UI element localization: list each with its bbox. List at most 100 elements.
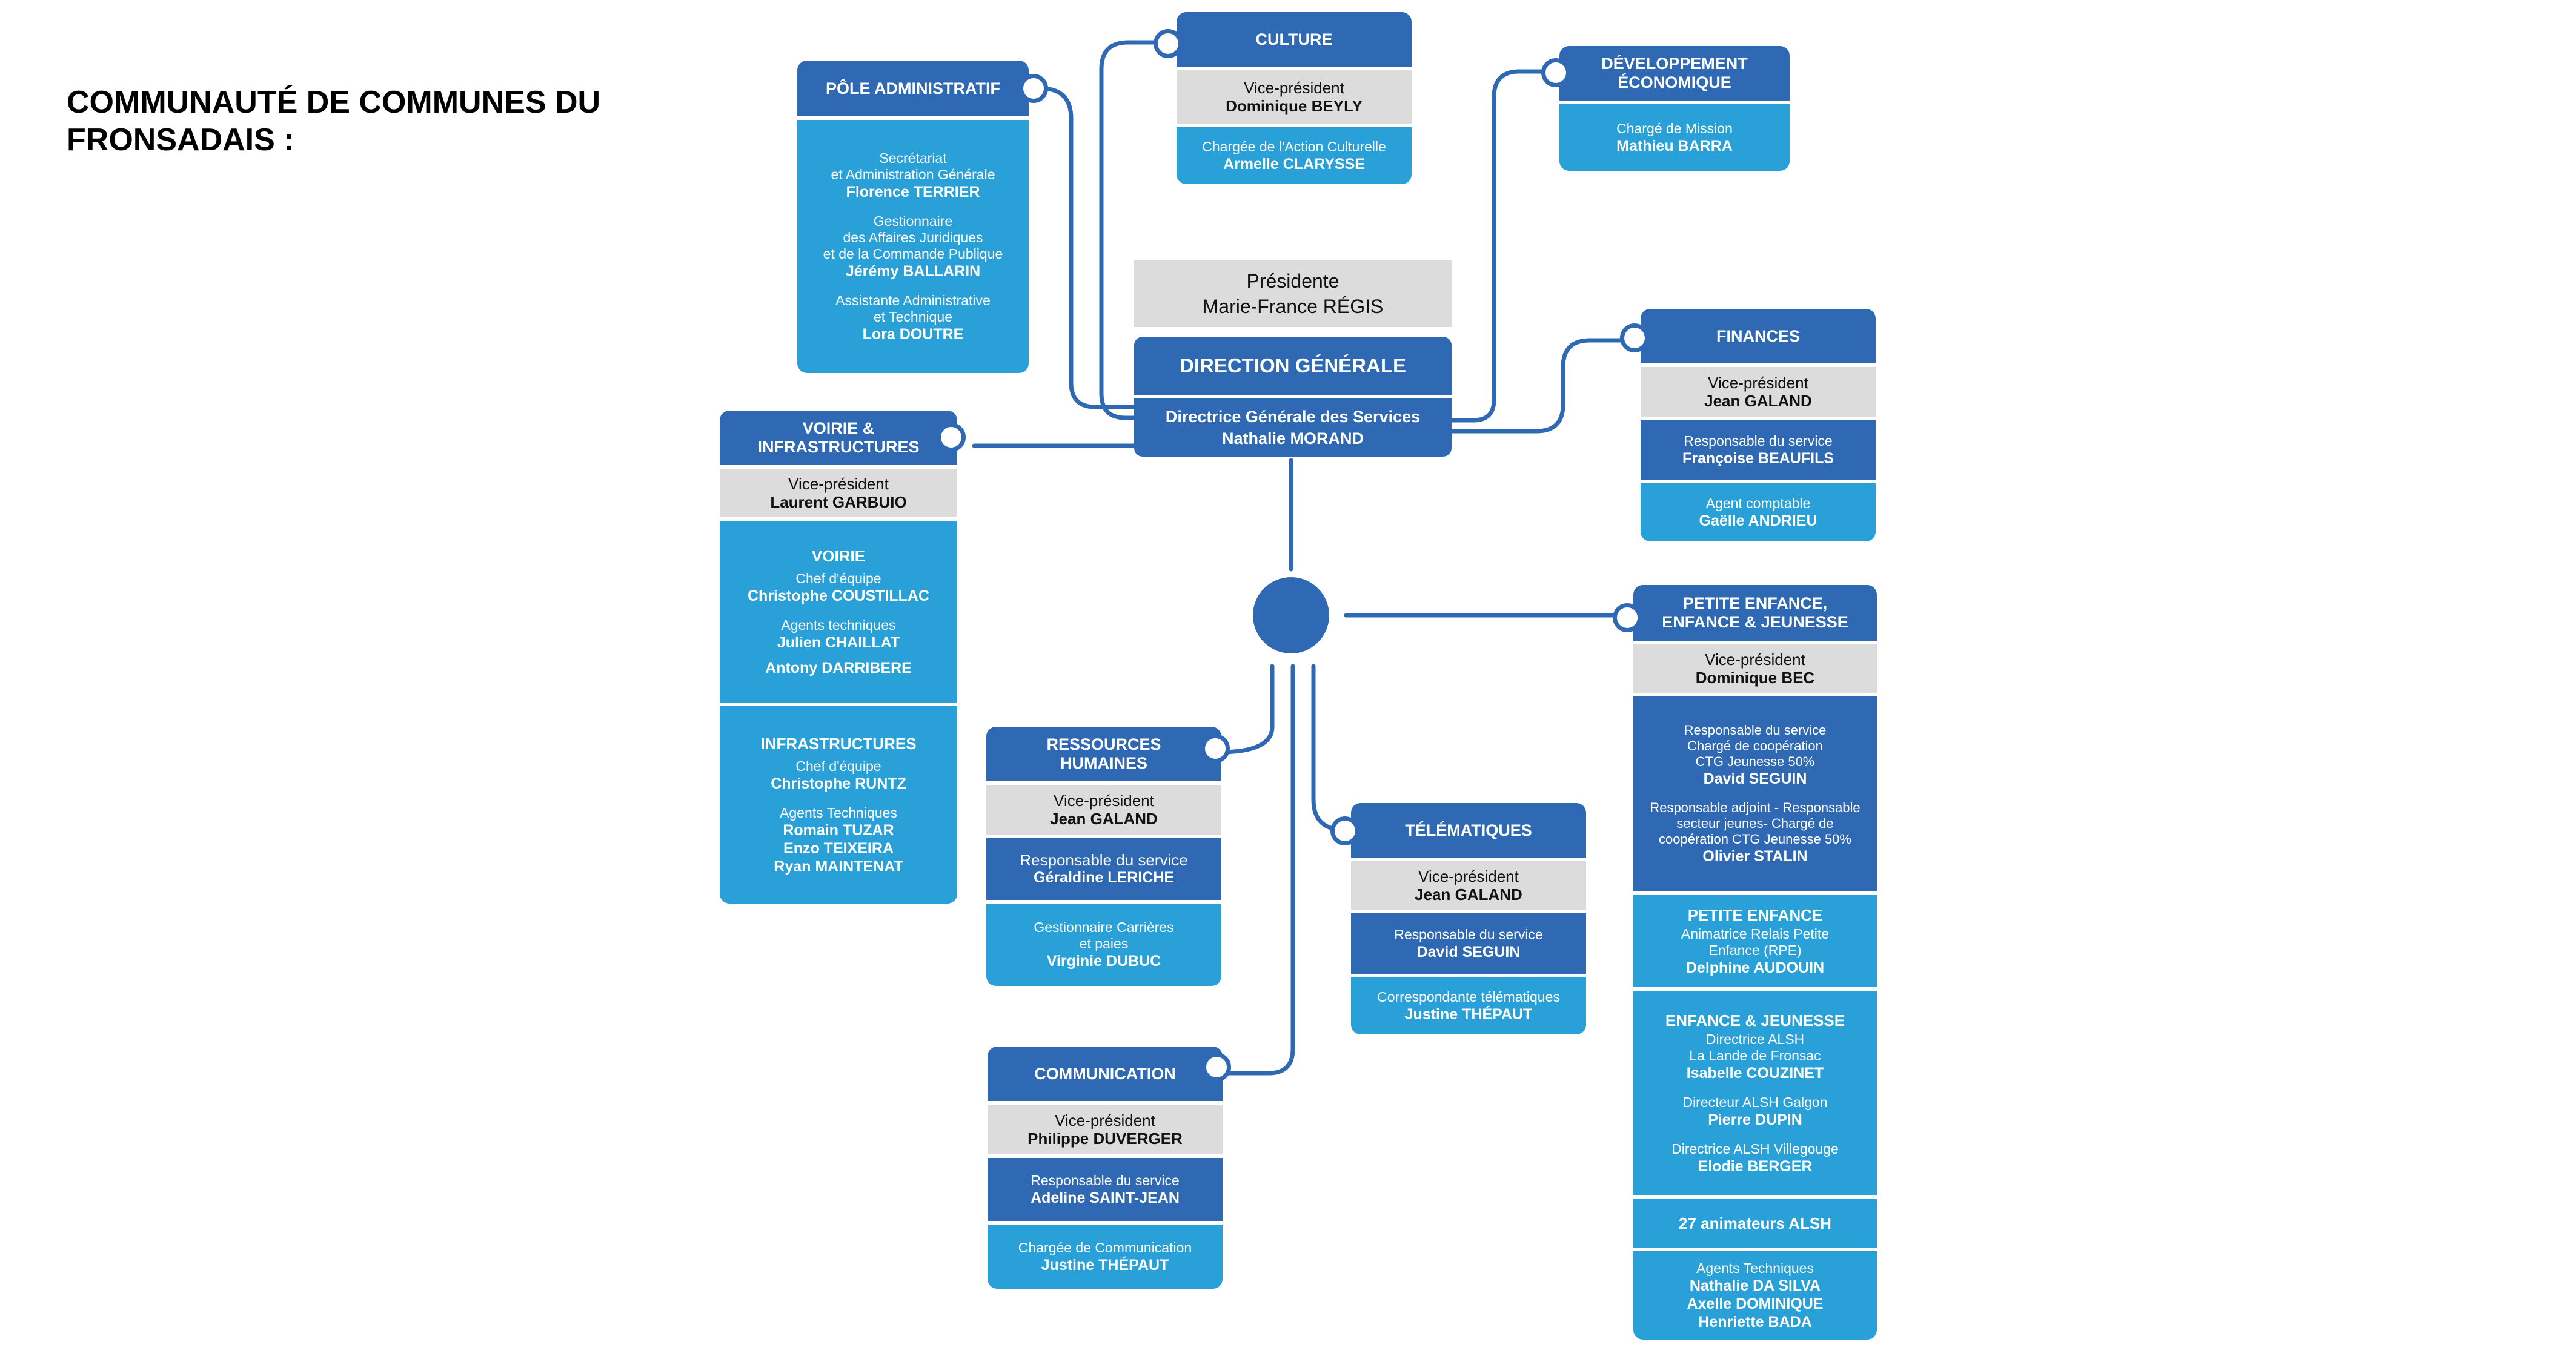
culture-vp-role: Vice-président bbox=[1244, 79, 1344, 97]
telematiques-resp-role: Responsable du service bbox=[1394, 926, 1543, 942]
communication-resp-name: Adeline SAINT-JEAN bbox=[1031, 1189, 1180, 1206]
culture-connector-knob bbox=[1154, 29, 1183, 58]
dev-eco-title: DÉVELOPPEMENT ÉCONOMIQUE bbox=[1559, 46, 1790, 101]
telematiques-vp-name: Jean GALAND bbox=[1415, 885, 1522, 904]
presidence-box: Présidente Marie-France RÉGIS bbox=[1134, 260, 1452, 327]
culture-vp-name: Dominique BEYLY bbox=[1226, 97, 1363, 115]
petite-enfance-adjoint-role: Responsable adjoint - Responsable secteu… bbox=[1650, 800, 1861, 847]
pole-admin-role-2: Gestionnaire des Affaires Juridiques et … bbox=[823, 213, 1003, 262]
line-telematiques bbox=[1311, 664, 1346, 832]
animateurs-alsh-label: 27 animateurs ALSH bbox=[1679, 1214, 1831, 1232]
culture-staff-role: Chargée de l'Action Culturelle bbox=[1202, 138, 1386, 154]
finances-agent-name: Gaëlle ANDRIEU bbox=[1699, 512, 1817, 529]
culture-vp: Vice-président Dominique BEYLY bbox=[1177, 70, 1412, 124]
animateurs-alsh: 27 animateurs ALSH bbox=[1633, 1199, 1877, 1248]
rh-staff-role: Gestionnaire Carrières et paies bbox=[1034, 919, 1174, 951]
rh-resp-name: Géraldine LERICHE bbox=[1034, 868, 1174, 886]
dev-eco-staff: Chargé de Mission Mathieu BARRA bbox=[1559, 104, 1790, 171]
infra-chef-name: Christophe RUNTZ bbox=[771, 775, 906, 792]
pole-admin-role-1: Secrétariat et Administration Générale bbox=[831, 150, 995, 182]
finances-resp: Responsable du service Françoise BEAUFIL… bbox=[1641, 420, 1876, 480]
communication-vp-role: Vice-président bbox=[1055, 1111, 1155, 1129]
pole-admin-connector-knob bbox=[1019, 74, 1048, 103]
pole-admin-staff: Secrétariat et Administration Générale F… bbox=[797, 120, 1029, 373]
petite-enfance-agents: Agents Techniques Nathalie DA SILVA Axel… bbox=[1633, 1251, 1877, 1340]
petite-enfance-adjoint-name: Olivier STALIN bbox=[1702, 848, 1808, 865]
voirie-vp-role: Vice-président bbox=[788, 475, 889, 493]
communication-staff-name: Justine THÉPAUT bbox=[1041, 1256, 1169, 1274]
petite-enfance-rpe: PETITE ENFANCE Animatrice Relais Petite … bbox=[1633, 895, 1877, 987]
rh-connector-knob bbox=[1201, 734, 1230, 763]
petite-enfance-vp: Vice-président Dominique BEC bbox=[1633, 644, 1877, 693]
petite-enfance-box: PETITE ENFANCE, ENFANCE & JEUNESSE Vice-… bbox=[1613, 585, 1877, 1340]
pole-admin-name-1: Florence TERRIER bbox=[846, 183, 980, 200]
finances-resp-role: Responsable du service bbox=[1684, 432, 1833, 449]
rpe-role: Animatrice Relais Petite Enfance (RPE) bbox=[1681, 926, 1830, 958]
presidence-name: Marie-France RÉGIS bbox=[1202, 296, 1384, 317]
voirie-team: VOIRIE Chef d'équipe Christophe COUSTILL… bbox=[720, 521, 957, 703]
culture-staff: Chargée de l'Action Culturelle Armelle C… bbox=[1177, 127, 1412, 184]
finances-box: FINANCES Vice-président Jean GALAND Resp… bbox=[1620, 309, 1876, 541]
pole-admin-role-3: Assistante Administrative et Technique bbox=[835, 292, 991, 325]
pole-admin-name-3: Lora DOUTRE bbox=[862, 325, 964, 343]
pe-agent-1: Nathalie DA SILVA bbox=[1689, 1277, 1821, 1294]
alsh-name-3: Elodie BERGER bbox=[1698, 1158, 1813, 1175]
direction-generale-body: Directrice Générale des Services Nathali… bbox=[1134, 398, 1452, 457]
enfance-jeunesse-section: ENFANCE & JEUNESSE Directrice ALSH La La… bbox=[1633, 991, 1877, 1195]
communication-title: COMMUNICATION bbox=[988, 1047, 1223, 1101]
rh-vp-role: Vice-président bbox=[1054, 792, 1154, 810]
voirie-vp-name: Laurent GARBUIO bbox=[770, 493, 907, 511]
direction-role: Directrice Générale des Services bbox=[1165, 408, 1421, 426]
telematiques-vp-role: Vice-président bbox=[1418, 867, 1519, 885]
alsh-role-3: Directrice ALSH Villegouge bbox=[1671, 1141, 1839, 1157]
voirie-title: VOIRIE & INFRASTRUCTURES bbox=[720, 411, 957, 465]
communication-staff-role: Chargée de Communication bbox=[1018, 1239, 1192, 1255]
finances-connector-knob bbox=[1620, 323, 1649, 352]
petite-enfance-vp-role: Vice-président bbox=[1705, 650, 1805, 669]
finances-vp: Vice-président Jean GALAND bbox=[1641, 367, 1876, 417]
rpe-name: Delphine AUDOUIN bbox=[1685, 959, 1825, 976]
finances-vp-role: Vice-président bbox=[1708, 374, 1808, 392]
dev-eco-staff-name: Mathieu BARRA bbox=[1616, 137, 1733, 154]
communication-vp: Vice-président Philippe DUVERGER bbox=[988, 1105, 1223, 1154]
communication-resp-role: Responsable du service bbox=[1031, 1172, 1180, 1188]
petite-enfance-connector-knob bbox=[1613, 603, 1642, 632]
alsh-name-2: Pierre DUPIN bbox=[1708, 1111, 1802, 1128]
petite-enfance-resp: Responsable du service Chargé de coopéra… bbox=[1633, 696, 1877, 891]
dev-eco-box: DÉVELOPPEMENT ÉCONOMIQUE Chargé de Missi… bbox=[1541, 46, 1790, 171]
telematiques-staff-role: Correspondante télématiques bbox=[1377, 988, 1560, 1005]
hub-node bbox=[1253, 577, 1329, 653]
voirie-agent-2: Antony DARRIBERE bbox=[765, 660, 912, 676]
rh-staff-name: Virginie DUBUC bbox=[1046, 953, 1161, 970]
finances-title: FINANCES bbox=[1641, 309, 1876, 363]
pole-admin-box: PÔLE ADMINISTRATIF Secrétariat et Admini… bbox=[797, 61, 1048, 373]
line-dev-eco bbox=[1449, 69, 1550, 423]
infra-chef-role: Chef d'équipe bbox=[795, 758, 881, 774]
pole-admin-name-2: Jérémy BALLARIN bbox=[845, 262, 981, 280]
telematiques-resp-name: David SEGUIN bbox=[1416, 943, 1521, 961]
finances-vp-name: Jean GALAND bbox=[1704, 392, 1812, 410]
enfance-jeunesse-subtitle: ENFANCE & JEUNESSE bbox=[1665, 1011, 1845, 1030]
rh-box: RESSOURCES HUMAINES Vice-président Jean … bbox=[986, 727, 1230, 986]
line-rh bbox=[1217, 664, 1275, 755]
telematiques-title: TÉLÉMATIQUES bbox=[1351, 803, 1586, 858]
voirie-agents-role: Agents techniques bbox=[781, 617, 896, 633]
telematiques-vp: Vice-président Jean GALAND bbox=[1351, 861, 1586, 910]
communication-staff: Chargée de Communication Justine THÉPAUT bbox=[988, 1225, 1223, 1289]
dev-eco-connector-knob bbox=[1541, 58, 1570, 87]
rh-resp-role: Responsable du service bbox=[1020, 850, 1188, 869]
direction-generale-box: DIRECTION GÉNÉRALE Directrice Générale d… bbox=[1134, 337, 1452, 457]
voirie-agent-1: Julien CHAILLAT bbox=[777, 634, 900, 651]
voirie-connector-knob bbox=[937, 423, 966, 452]
line-culture bbox=[1099, 40, 1164, 420]
page-title: COMMUNAUTÉ DE COMMUNES DU FRONSADAIS : bbox=[67, 85, 601, 157]
communication-vp-name: Philippe DUVERGER bbox=[1027, 1129, 1183, 1148]
petite-enfance-vp-name: Dominique BEC bbox=[1695, 669, 1815, 687]
telematiques-staff: Correspondante télématiques Justine THÉP… bbox=[1351, 977, 1586, 1034]
infra-agent-3: Ryan MAINTENAT bbox=[774, 858, 903, 875]
communication-connector-knob bbox=[1202, 1053, 1231, 1082]
telematiques-connector-knob bbox=[1330, 816, 1359, 845]
voirie-vp: Vice-président Laurent GARBUIO bbox=[720, 469, 957, 517]
culture-box: CULTURE Vice-président Dominique BEYLY C… bbox=[1154, 12, 1412, 184]
